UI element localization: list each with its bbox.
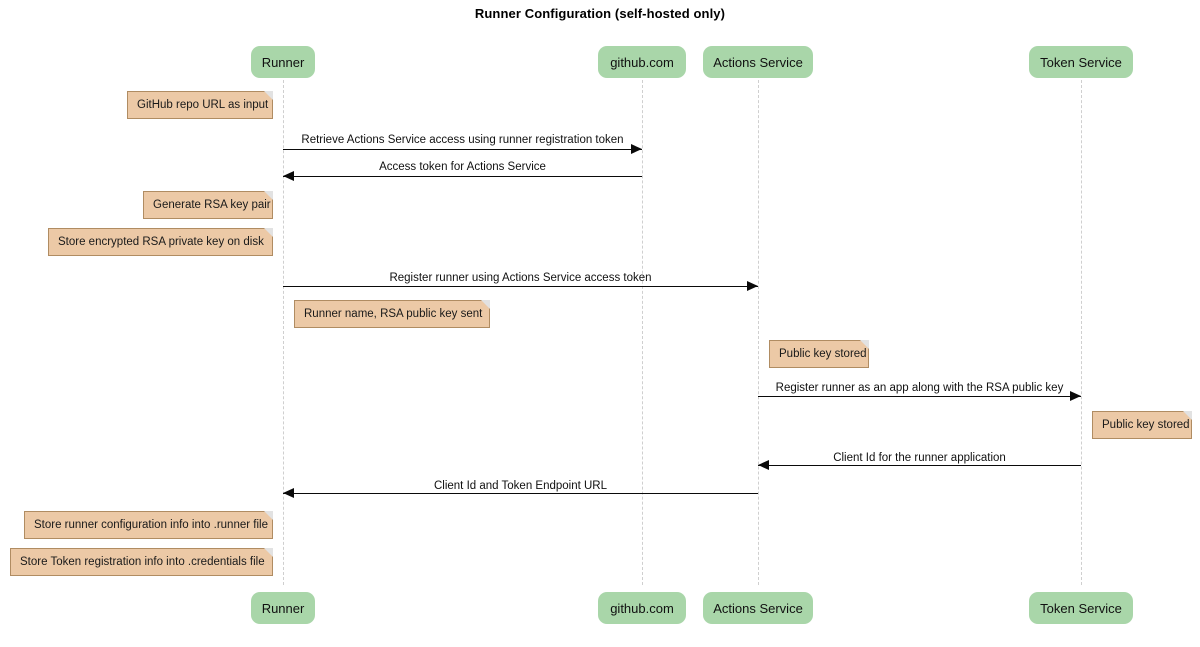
message-line [283,176,642,177]
note-fold-corner-icon [1183,411,1192,420]
message-line [283,149,642,150]
lifeline-actions [758,80,759,585]
participant-actions-top[interactable]: Actions Service [703,46,813,78]
participant-runner-top[interactable]: Runner [251,46,315,78]
note-n7: Store runner configuration info into .ru… [24,511,273,539]
note-label: Store runner configuration info into .ru… [34,519,268,531]
message-label: Client Id and Token Endpoint URL [433,480,608,492]
note-n8: Store Token registration info into .cred… [10,548,273,576]
note-label: Public key stored [1102,419,1190,431]
note-fold-corner-icon [264,228,273,237]
note-fold-corner-icon [264,548,273,557]
note-label: Public key stored [779,348,867,360]
arrowhead-left [758,460,769,470]
note-fold-corner-icon [481,300,490,309]
message-line [283,493,758,494]
message-label: Register runner using Actions Service ac… [389,272,652,284]
message-label: Register runner as an app along with the… [775,382,1064,394]
message-line [283,286,758,287]
note-n2: Generate RSA key pair [143,191,273,219]
lifeline-tokens [1081,80,1082,585]
arrowhead-right [1070,391,1081,401]
arrowhead-right [631,144,642,154]
participant-label: Actions Service [713,54,803,70]
note-n1: GitHub repo URL as input [127,91,273,119]
participant-github-bottom[interactable]: github.com [598,592,686,624]
participant-runner-bottom[interactable]: Runner [251,592,315,624]
note-n4: Runner name, RSA public key sent [294,300,490,328]
arrowhead-left [283,488,294,498]
participant-label: github.com [610,54,674,70]
message-label: Client Id for the runner application [833,452,1006,464]
participant-label: Token Service [1040,600,1122,616]
note-label: GitHub repo URL as input [137,99,269,111]
note-label: Generate RSA key pair [153,199,271,211]
lifeline-runner [283,80,284,585]
note-label: Store Token registration info into .cred… [20,556,265,568]
note-n5: Public key stored [769,340,869,368]
participant-label: github.com [610,600,674,616]
arrowhead-left [283,171,294,181]
lifeline-github [642,80,643,585]
participant-tokens-top[interactable]: Token Service [1029,46,1133,78]
note-fold-corner-icon [860,340,869,349]
participant-actions-bottom[interactable]: Actions Service [703,592,813,624]
note-n3: Store encrypted RSA private key on disk [48,228,273,256]
arrowhead-right [747,281,758,291]
participant-label: Actions Service [713,600,803,616]
message-line [758,465,1081,466]
participant-label: Token Service [1040,54,1122,70]
note-fold-corner-icon [264,511,273,520]
diagram-title: Runner Configuration (self-hosted only) [474,6,726,21]
note-fold-corner-icon [264,191,273,200]
note-fold-corner-icon [264,91,273,100]
note-n6: Public key stored [1092,411,1192,439]
message-label: Retrieve Actions Service access using ru… [301,134,624,146]
participant-label: Runner [261,600,305,616]
message-line [758,396,1081,397]
participant-tokens-bottom[interactable]: Token Service [1029,592,1133,624]
participant-label: Runner [261,54,305,70]
note-label: Store encrypted RSA private key on disk [58,236,264,248]
participant-github-top[interactable]: github.com [598,46,686,78]
note-label: Runner name, RSA public key sent [304,308,483,320]
message-label: Access token for Actions Service [379,161,546,173]
